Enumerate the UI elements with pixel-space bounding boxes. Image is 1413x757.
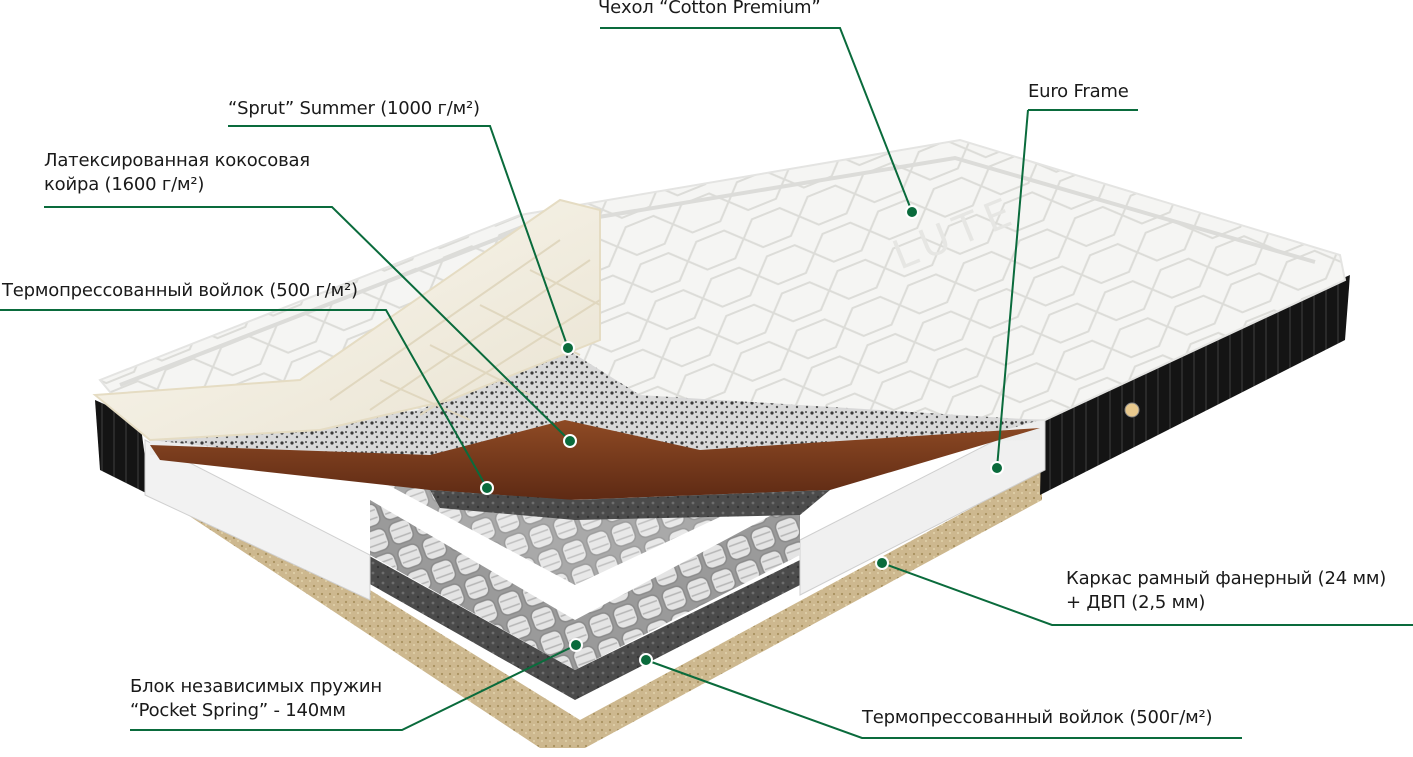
- euro-frame-left: [144, 439, 371, 601]
- callout-frame: Каркас рамный фанерный (24 мм) + ДВП (2,…: [1066, 567, 1386, 615]
- dot-euro: [990, 461, 1004, 475]
- bottom-felt: [345, 548, 800, 700]
- leader-frame: [881, 562, 1413, 626]
- dot-frame: [875, 556, 889, 570]
- felt-under-coir: [430, 490, 830, 520]
- leader-felt-bottom: [645, 659, 1242, 739]
- leader-dots: [480, 205, 1004, 667]
- callout-frame-line2: + ДВП (2,5 мм): [1066, 592, 1206, 613]
- dot-felt-top: [480, 481, 494, 495]
- leader-lines: [0, 27, 1413, 739]
- callout-spring-line1: Блок независимых пружин: [130, 676, 382, 697]
- callout-sprut-text: “Sprut” Summer (1000 г/м²): [228, 98, 480, 119]
- dot-cover: [905, 205, 919, 219]
- pad-quilting: [329, 239, 601, 421]
- callout-spring-line2: “Pocket Spring” - 140мм: [130, 700, 346, 721]
- leader-cover: [600, 27, 913, 213]
- callout-frame-line1: Каркас рамный фанерный (24 мм): [1066, 568, 1387, 589]
- callout-cover-text: Чехол “Cotton Premium”: [598, 0, 821, 18]
- leader-sprut: [228, 125, 569, 349]
- callout-felt-top: Термопрессованный войлок (500 г/м²): [2, 279, 358, 303]
- callout-spring-block: Блок независимых пружин “Pocket Spring” …: [130, 675, 382, 723]
- right-side-panel: [1040, 275, 1350, 495]
- callout-sprut-summer: “Sprut” Summer (1000 г/м²): [228, 97, 480, 121]
- dot-felt-bottom: [639, 653, 653, 667]
- euro-frame-right: [799, 414, 1046, 596]
- callout-coir-line2: койра (1600 г/м²): [44, 174, 205, 195]
- dot-spring: [569, 638, 583, 652]
- leader-coir: [44, 206, 571, 442]
- callout-euro-text: Euro Frame: [1028, 81, 1129, 102]
- coir-layer: [150, 420, 1040, 500]
- callout-felt-bottom: Термопрессованный войлок (500г/м²): [862, 706, 1213, 730]
- leader-felt-top: [0, 309, 488, 489]
- callout-cover: Чехол “Cotton Premium”: [598, 0, 821, 20]
- dot-sprut: [561, 341, 575, 355]
- callout-euro-frame: Euro Frame: [1028, 80, 1129, 104]
- leader-spring: [130, 644, 577, 731]
- base-board: [150, 460, 1042, 748]
- dot-coir: [563, 434, 577, 448]
- cover-border: [119, 155, 1316, 387]
- air-vent-icon: [1124, 402, 1140, 418]
- callout-coir-line1: Латексированная кокосовая: [44, 150, 310, 171]
- spring-block: [370, 500, 800, 670]
- callout-coir: Латексированная кокосовая койра (1600 г/…: [44, 149, 310, 197]
- callout-felt-top-text: Термопрессованный войлок (500 г/м²): [2, 280, 358, 301]
- leader-euro: [996, 109, 1138, 469]
- callout-felt-bottom-text: Термопрессованный войлок (500г/м²): [862, 707, 1213, 728]
